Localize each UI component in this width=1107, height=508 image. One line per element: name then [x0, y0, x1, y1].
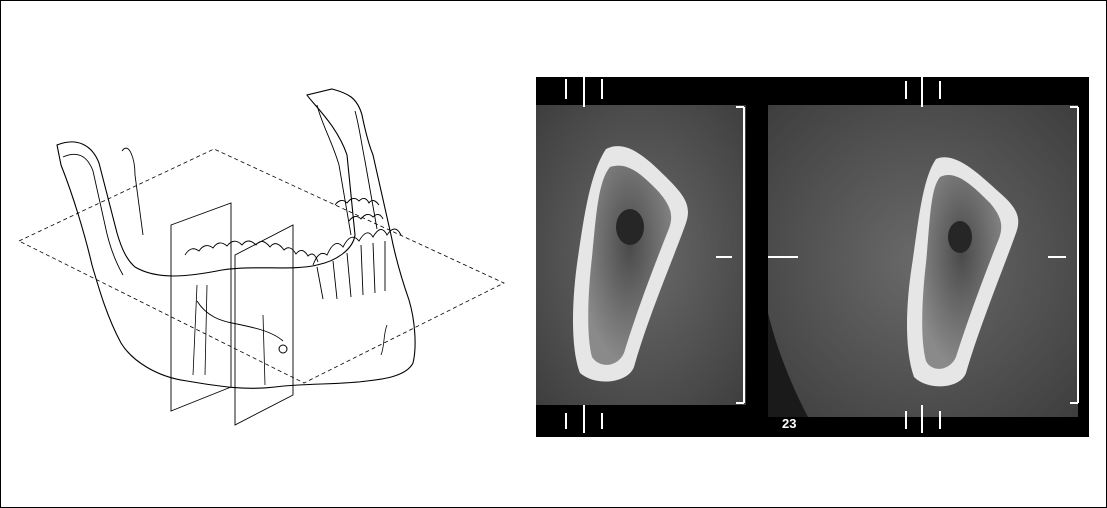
- mandible-drawing: [17, 85, 523, 435]
- mandible-outline: [57, 89, 415, 388]
- right-ramus: [317, 105, 351, 235]
- slice-number-label: 23: [782, 416, 796, 431]
- root-lines: [193, 285, 387, 385]
- left-coronoid: [122, 148, 143, 235]
- right-coronoid: [355, 111, 377, 229]
- mental-foramen: [279, 345, 287, 353]
- left-ramus: [63, 154, 123, 275]
- nerve-canal: [197, 301, 283, 341]
